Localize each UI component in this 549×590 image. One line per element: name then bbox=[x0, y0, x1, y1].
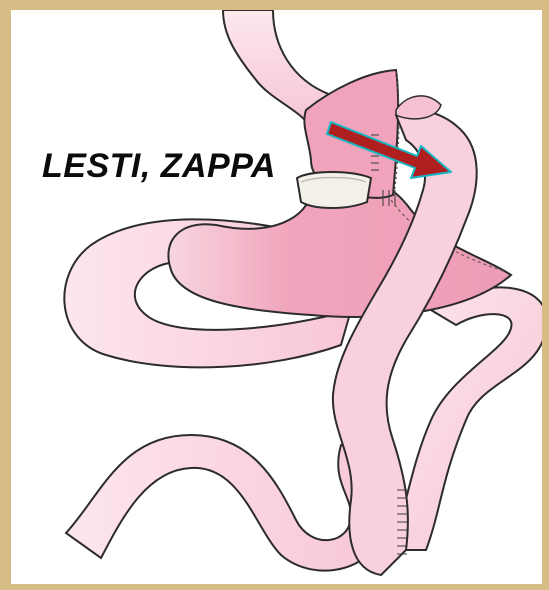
lower-left-intestine bbox=[66, 435, 381, 571]
anatomy-illustration bbox=[11, 10, 542, 584]
gastric-band-icon bbox=[297, 172, 371, 208]
diagram-canvas: LESTI, ZAPPA bbox=[11, 10, 542, 584]
author-label: LESTI, ZAPPA bbox=[42, 147, 276, 186]
